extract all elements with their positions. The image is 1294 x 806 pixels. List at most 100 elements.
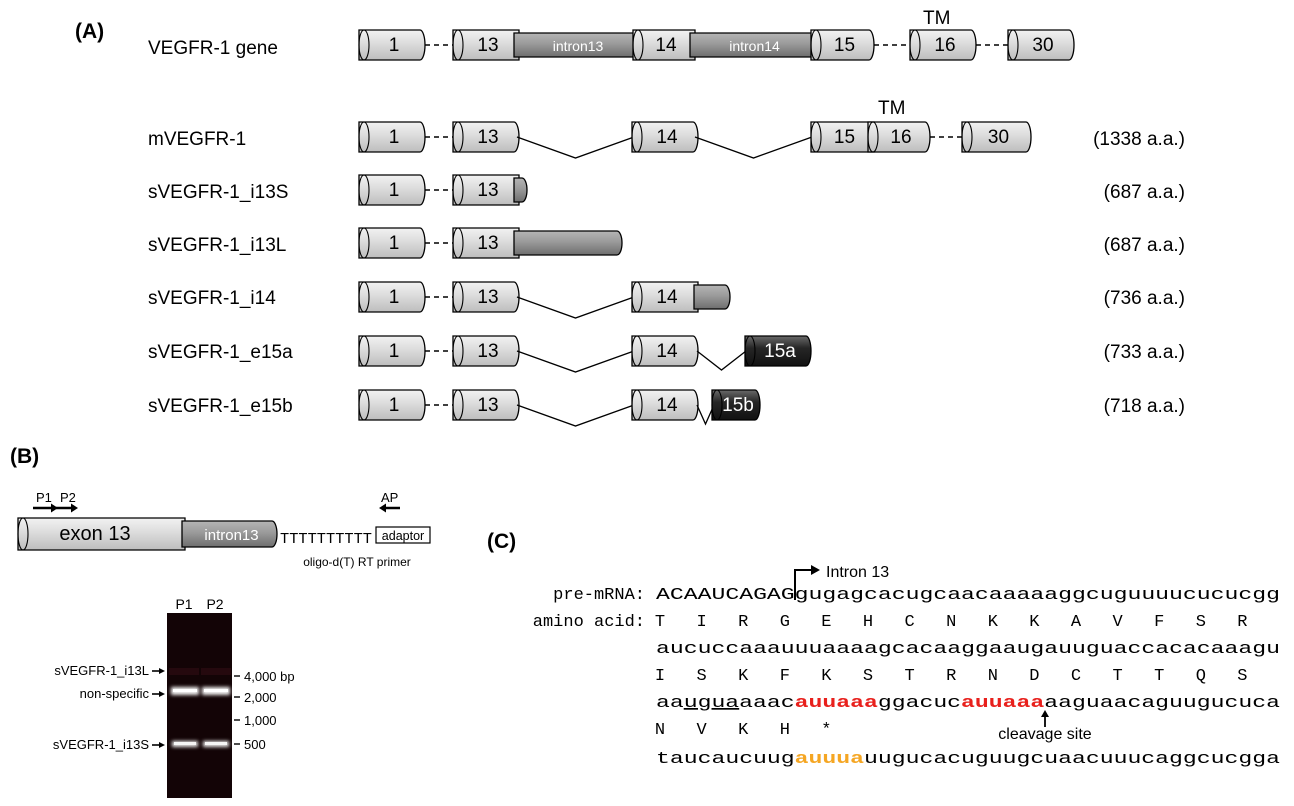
adaptor-label: adaptor xyxy=(382,529,424,543)
svg-text:13: 13 xyxy=(477,35,498,56)
amino-acid-6: H xyxy=(863,613,873,632)
amino-acid-11: A xyxy=(1071,613,1082,632)
svg-text:16: 16 xyxy=(890,127,911,148)
amino-acid-2: I xyxy=(696,613,706,632)
stop-codon-seq: ugua xyxy=(684,694,739,713)
isoform-name-i13s: sVEGFR-1_i13S xyxy=(148,182,288,203)
svg-text:intron13: intron13 xyxy=(204,527,258,544)
splice-junction xyxy=(516,404,635,427)
isoform-length-e15a: (733 a.a.) xyxy=(1104,342,1185,363)
primer-p2-label: P2 xyxy=(60,490,76,505)
exon-15b: 15b xyxy=(711,389,761,421)
svg-text:1: 1 xyxy=(389,127,400,148)
isoform-length-i13l: (687 a.a.) xyxy=(1104,235,1185,256)
exon-30: 30 xyxy=(1007,29,1075,61)
isoform-name-i13l: sVEGFR-1_i13L xyxy=(148,235,286,256)
exon-13: 13 xyxy=(452,174,520,206)
seq4-a: taucaucuug xyxy=(656,750,795,769)
svg-text:intron14: intron14 xyxy=(729,38,780,54)
primer-p2-arrow-icon xyxy=(56,503,78,513)
exon-13: 13 xyxy=(452,389,520,421)
isoform-name-e15b: sVEGFR-1_e15b xyxy=(148,396,293,417)
exon-14: 14 xyxy=(631,389,699,421)
exon-1: 1 xyxy=(358,29,426,61)
rt-pcr-schematic: exon 13 intron13 xyxy=(17,517,278,551)
svg-text:16: 16 xyxy=(934,35,955,56)
amino-acid-12: V xyxy=(1112,613,1123,632)
splice-junction xyxy=(516,296,635,319)
exon-1: 1 xyxy=(358,389,426,421)
isoform-length-e15b: (718 a.a.) xyxy=(1104,396,1185,417)
exon-15: 15 xyxy=(810,29,875,61)
amino-acid-1: T xyxy=(655,613,665,632)
amino-acid-1: I xyxy=(655,667,665,686)
exon-14: 14 xyxy=(631,335,699,367)
amino-acid-1: N xyxy=(655,721,665,740)
gel-bands xyxy=(169,668,231,747)
intron13-marker-label: Intron 13 xyxy=(826,564,889,581)
seq3-c: aaac xyxy=(739,694,794,713)
adaptor-box xyxy=(375,526,431,544)
gel-left-arrow-icons xyxy=(152,668,165,748)
splice-junction xyxy=(694,136,813,159)
exon-30: 30 xyxy=(961,121,1032,153)
gel-ladder-marks xyxy=(234,675,240,745)
exon-13: 13 xyxy=(452,335,520,367)
polya-signal-2: auuaaa xyxy=(961,694,1044,713)
polya-signal-1: auuaaa xyxy=(795,694,878,713)
gel-band-i13l-label: sVEGFR-1_i13L xyxy=(54,663,149,678)
cleavage-arrow-icon xyxy=(1041,710,1049,727)
seq3-g: aaguaacaguugucuca xyxy=(1044,694,1280,713)
amino-acid-8: N xyxy=(946,613,956,632)
amino-acid-12: T xyxy=(1112,667,1122,686)
amino-acid-4: F xyxy=(780,667,790,686)
gel-lane-p2: P2 xyxy=(206,596,223,612)
panel-c-label: (C) xyxy=(487,530,516,553)
tm-label-mvegfr: TM xyxy=(878,98,905,119)
svg-text:14: 14 xyxy=(656,341,678,362)
seq3-e: ggacuc xyxy=(878,694,961,713)
amino-acid-4: G xyxy=(780,613,790,632)
exon-13: 13 xyxy=(452,227,520,259)
svg-text:15: 15 xyxy=(834,127,855,148)
svg-text:14: 14 xyxy=(656,287,678,308)
exon-13: 13 xyxy=(452,29,520,61)
isoform-name-e15a: sVEGFR-1_e15a xyxy=(148,342,293,363)
seq4-c: uugucacuguugcuaacuuucaggcucgga xyxy=(864,750,1280,769)
splice-junction xyxy=(696,350,747,371)
exon-13-block: exon 13 xyxy=(17,517,186,551)
amino-acid-14: S xyxy=(1196,613,1206,632)
amino-acid-10: K xyxy=(1029,613,1040,632)
intron-start-arrow-icon xyxy=(794,565,820,600)
ladder-4000: 4,000 bp xyxy=(244,669,295,684)
intron-14: intron14 xyxy=(689,32,816,58)
svg-text:13: 13 xyxy=(477,233,498,254)
exon-16: 16 xyxy=(909,29,977,61)
panel-b-label: (B) xyxy=(10,445,39,468)
are-element-seq: auuua xyxy=(795,750,864,769)
amino-acid-8: R xyxy=(946,667,956,686)
primer-p1-label: P1 xyxy=(36,490,52,505)
amino-acid-3: R xyxy=(738,613,748,632)
intron-13-tail xyxy=(513,230,623,256)
primer-ap-arrow-icon xyxy=(379,503,400,513)
isoform-name-mvegfr1: mVEGFR-1 xyxy=(148,129,246,150)
exon-13: 13 xyxy=(452,121,520,153)
amino-acid-5: K xyxy=(821,667,832,686)
amino-acid-6: S xyxy=(863,667,873,686)
amino-acid-4: H xyxy=(780,721,790,740)
svg-text:1: 1 xyxy=(389,35,400,56)
poly-t-tail: TTTTTTTTTT xyxy=(280,531,372,548)
amino-acid-label: amino acid: xyxy=(533,613,645,632)
exon-1: 1 xyxy=(358,281,426,313)
intron-13: intron13 xyxy=(513,32,639,58)
exon-14: 14 xyxy=(631,121,699,153)
